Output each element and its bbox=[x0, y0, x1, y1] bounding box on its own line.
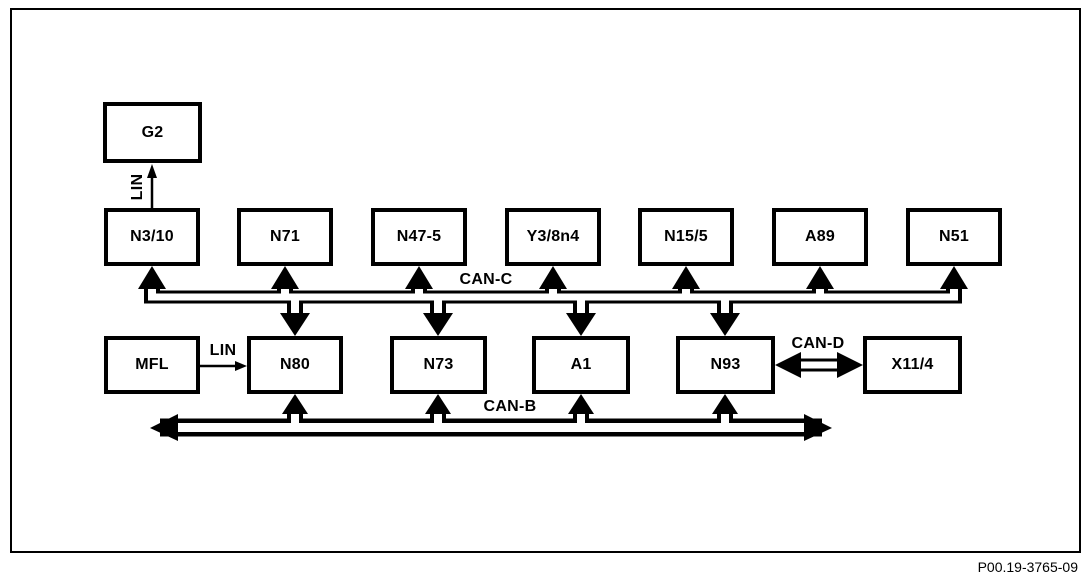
diagram-border bbox=[10, 8, 1081, 553]
can-d-link bbox=[775, 352, 863, 378]
can-b-bus-label: CAN-B bbox=[483, 398, 537, 415]
arrowhead-up-icon bbox=[539, 266, 567, 289]
arrowhead-left-icon bbox=[150, 414, 178, 441]
node-n93: N93 bbox=[676, 336, 775, 394]
node-a1: A1 bbox=[532, 336, 630, 394]
node-mfl: MFL bbox=[104, 336, 200, 394]
can-c-bus-label: CAN-C bbox=[459, 271, 513, 288]
arrowhead-down-icon bbox=[423, 313, 453, 336]
node-a89: A89 bbox=[772, 208, 868, 266]
arrowhead-right-icon bbox=[235, 361, 247, 371]
arrowhead-up-icon bbox=[568, 394, 594, 414]
node-n73: N73 bbox=[390, 336, 487, 394]
lin-link-g2 bbox=[147, 164, 157, 208]
arrowhead-up-icon bbox=[138, 266, 166, 289]
node-x11-4: X11/4 bbox=[863, 336, 962, 394]
arrowhead-right-icon bbox=[837, 352, 863, 378]
arrowhead-left-icon bbox=[775, 352, 801, 378]
arrowhead-up-icon bbox=[405, 266, 433, 289]
arrowhead-up-icon bbox=[425, 394, 451, 414]
figure-number: P00.19-3765-09 bbox=[977, 559, 1078, 575]
arrowhead-right-icon bbox=[804, 414, 832, 441]
lin-link-mfl bbox=[200, 361, 247, 371]
can-c-bus bbox=[138, 266, 968, 336]
lin-mfl-label: LIN bbox=[209, 342, 237, 359]
arrowhead-down-icon bbox=[280, 313, 310, 336]
node-g2: G2 bbox=[103, 102, 202, 163]
node-n47-5: N47-5 bbox=[371, 208, 467, 266]
arrowhead-up-icon bbox=[806, 266, 834, 289]
can-b-bus bbox=[150, 394, 832, 441]
node-n15-5: N15/5 bbox=[638, 208, 734, 266]
node-n51: N51 bbox=[906, 208, 1002, 266]
arrowhead-down-icon bbox=[566, 313, 596, 336]
arrowhead-up-icon bbox=[282, 394, 308, 414]
arrowhead-up-icon bbox=[712, 394, 738, 414]
node-n80: N80 bbox=[247, 336, 343, 394]
arrowhead-down-icon bbox=[710, 313, 740, 336]
lin-g2-label: LIN bbox=[129, 173, 146, 201]
arrowhead-up-icon bbox=[672, 266, 700, 289]
can-d-link-label: CAN-D bbox=[791, 335, 845, 352]
node-n71: N71 bbox=[237, 208, 333, 266]
node-n3-10: N3/10 bbox=[104, 208, 200, 266]
arrowhead-up-icon bbox=[940, 266, 968, 289]
node-y3-8n4: Y3/8n4 bbox=[505, 208, 601, 266]
arrowhead-up-icon bbox=[147, 164, 157, 178]
arrowhead-up-icon bbox=[271, 266, 299, 289]
